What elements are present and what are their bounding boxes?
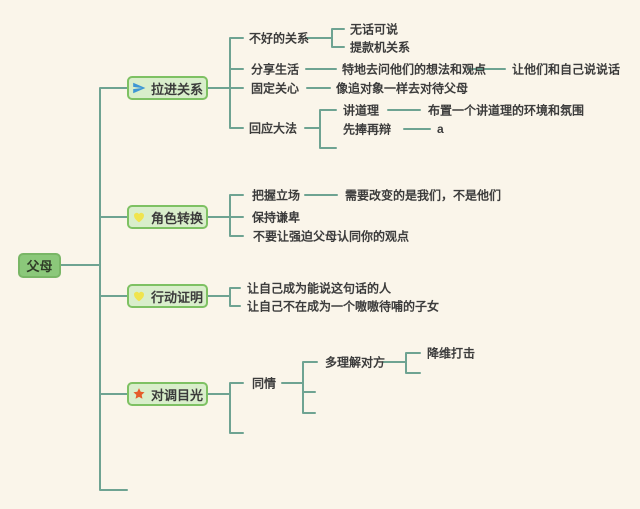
branch-node-label: 行动证明 — [150, 289, 203, 305]
leaf-node[interactable]: 让他们和自己说说话 — [512, 62, 621, 77]
leaf-node[interactable]: 把握立场 — [252, 188, 301, 203]
branch-swap-perspective[interactable]: 对调目光 — [127, 382, 208, 406]
leaf-node[interactable]: 保持谦卑 — [252, 210, 301, 225]
leaf-node[interactable]: 同情 — [252, 376, 277, 391]
branch-node-label: 角色转换 — [150, 210, 203, 226]
heart-icon — [132, 289, 146, 303]
leaf-node[interactable]: 不要让强迫父母认同你的观点 — [253, 229, 410, 244]
leaf-node[interactable]: 分享生活 — [251, 62, 300, 77]
leaf-node[interactable]: 让自己成为能说这句话的人 — [247, 281, 392, 296]
leaf-node[interactable]: 先捧再辩 — [343, 122, 392, 137]
leaf-node[interactable]: 布置一个讲道理的环境和氛围 — [428, 103, 585, 118]
leaf-node[interactable]: 特地去问他们的想法和观点 — [342, 62, 487, 77]
leaf-node[interactable]: 回应大法 — [249, 121, 298, 136]
branch-node-label: 对调目光 — [150, 387, 203, 403]
leaf-node[interactable]: a — [437, 122, 444, 136]
leaf-node[interactable]: 多理解对方 — [325, 355, 386, 370]
root-node-parents[interactable]: 父母 — [18, 253, 61, 278]
leaf-node[interactable]: 提款机关系 — [350, 40, 411, 55]
leaf-node[interactable]: 不好的关系 — [249, 31, 310, 46]
leaf-node[interactable]: 固定关心 — [251, 81, 300, 96]
branch-build-rapport[interactable]: 拉进关系 — [127, 76, 208, 100]
branch-prove-by-action[interactable]: 行动证明 — [127, 284, 208, 308]
root-node-label: 父母 — [26, 259, 53, 274]
leaf-node[interactable]: 讲道理 — [343, 103, 380, 118]
leaf-node[interactable]: 降维打击 — [427, 346, 476, 361]
star-icon — [132, 387, 146, 401]
leaf-node[interactable]: 需要改变的是我们，不是他们 — [345, 188, 502, 203]
leaf-node[interactable]: 让自己不在成为一个嗷嗷待哺的子女 — [247, 299, 440, 314]
paper-plane-icon — [132, 81, 146, 95]
branch-role-switch[interactable]: 角色转换 — [127, 205, 208, 229]
leaf-node[interactable]: 无话可说 — [350, 22, 399, 37]
heart-icon — [132, 210, 146, 224]
branch-node-label: 拉进关系 — [150, 81, 203, 97]
leaf-node[interactable]: 像追对象一样去对待父母 — [336, 81, 469, 96]
